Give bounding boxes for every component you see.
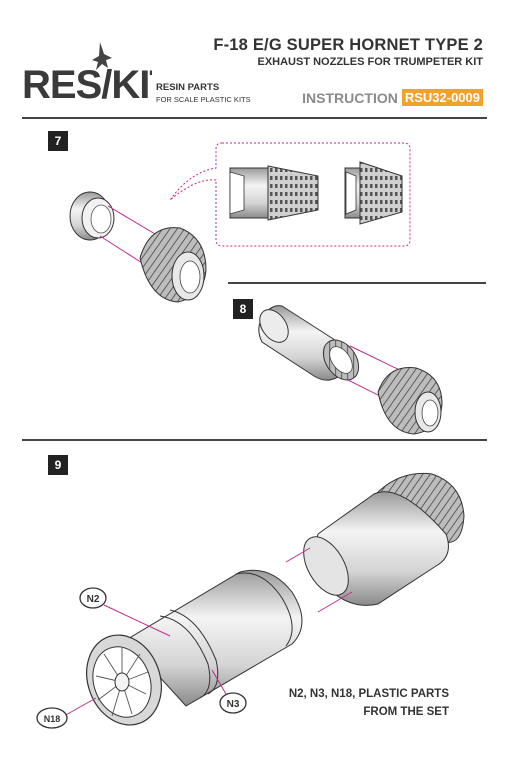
cylinder-part-9 [303, 491, 449, 606]
instruction-label: INSTRUCTION [302, 89, 398, 106]
ring-part [69, 191, 115, 241]
callout-n18: N18 [36, 707, 68, 729]
callout-n3-label: N3 [227, 699, 240, 710]
callout-n2-label: N2 [87, 594, 100, 605]
cylinder-part-8 [258, 305, 360, 381]
parts-note-line1: N2, N3, N18, PLASTIC PARTS [288, 688, 449, 700]
instruction-label-row: INSTRUCTION RSU32-0009 [302, 89, 483, 106]
step-badge-8: 8 [233, 299, 253, 319]
callout-n2: N2 [79, 587, 107, 609]
step8-rule [228, 282, 486, 284]
detail-nozzle-a [229, 165, 319, 221]
logo-wordmark: RES/KIT [22, 63, 152, 107]
parts-note-line2: FROM THE SET [363, 706, 449, 718]
main-tube-part [125, 569, 303, 707]
fan-face-part [86, 634, 162, 726]
tagline-main: RESIN PARTS [156, 82, 220, 93]
jet-icon [92, 42, 112, 70]
brand-tagline: RESIN PARTS FOR SCALE PLASTIC KITS [156, 82, 251, 106]
tagline-sub: FOR SCALE PLASTIC KITS [156, 95, 251, 104]
page-subtitle: EXHAUST NOZZLES FOR TRUMPETER KIT [257, 56, 484, 68]
step9-rule [22, 439, 487, 441]
callout-n18-label: N18 [44, 714, 61, 724]
step7-drawing [69, 142, 411, 303]
nozzle-cone-7 [139, 227, 207, 303]
parts-note: N2, N3, N18, PLASTIC PARTS FROM THE SET [289, 685, 449, 721]
step8-drawing [258, 305, 443, 435]
instruction-code-badge: RSU32-0009 [401, 89, 483, 106]
step-badge-7: 7 [48, 131, 68, 151]
step-badge-9: 9 [48, 455, 68, 475]
page-title: F-18 E/G SUPER HORNET TYPE 2 [213, 36, 483, 54]
brand-logo: RES/KIT [22, 38, 174, 110]
step9-drawing: N2 N3 N18 [36, 472, 465, 729]
detail-nozzle-b [344, 161, 403, 225]
nozzle-cone-8 [377, 367, 443, 435]
header-rule [22, 117, 487, 119]
callout-n3: N3 [219, 692, 247, 714]
